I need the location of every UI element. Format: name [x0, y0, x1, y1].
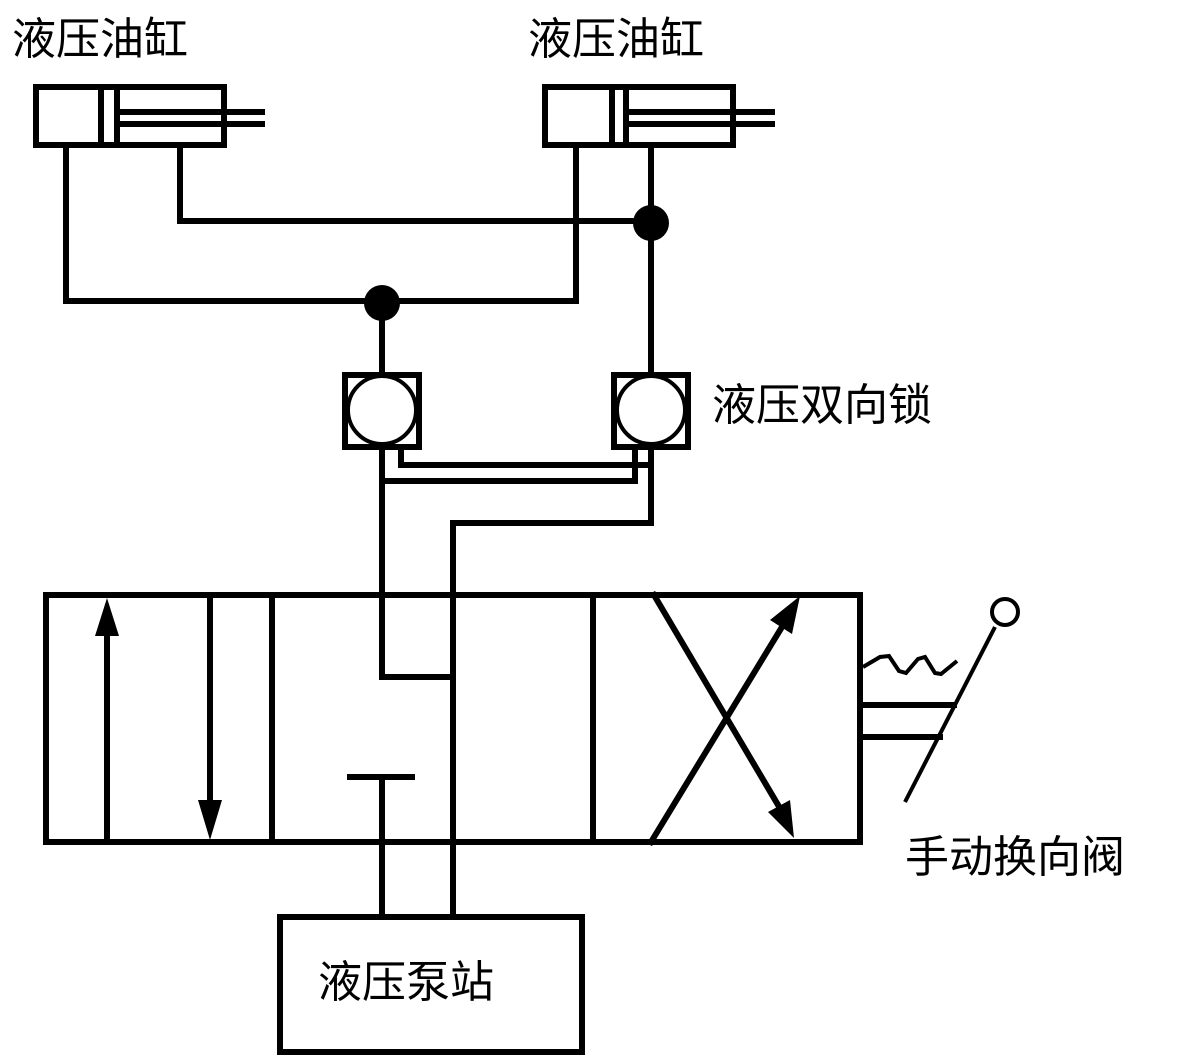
- manual-directional-valve: [43, 590, 863, 847]
- lock-pipes: [379, 444, 654, 596]
- label-directional-valve: 手动换向阀: [905, 832, 1125, 883]
- label-check-valve: 液压双向锁: [712, 380, 932, 431]
- label-cylinder-left: 液压油缸: [12, 14, 188, 65]
- check-valve-left: [342, 372, 422, 450]
- junction-dot-left: [364, 285, 400, 321]
- junction-dot-right: [633, 205, 669, 241]
- label-cylinder-right: 液压油缸: [528, 14, 704, 65]
- pump-station-box: [277, 914, 585, 1055]
- valve-actuator: [860, 597, 1020, 803]
- check-valve-right: [611, 372, 691, 450]
- pump-pipes: [379, 839, 456, 918]
- label-pump-station: 液压泵站: [318, 957, 494, 1008]
- hydraulic-cylinder-right: [542, 84, 775, 148]
- cylinder-pipes: [63, 142, 654, 378]
- hydraulic-cylinder-left: [33, 84, 265, 148]
